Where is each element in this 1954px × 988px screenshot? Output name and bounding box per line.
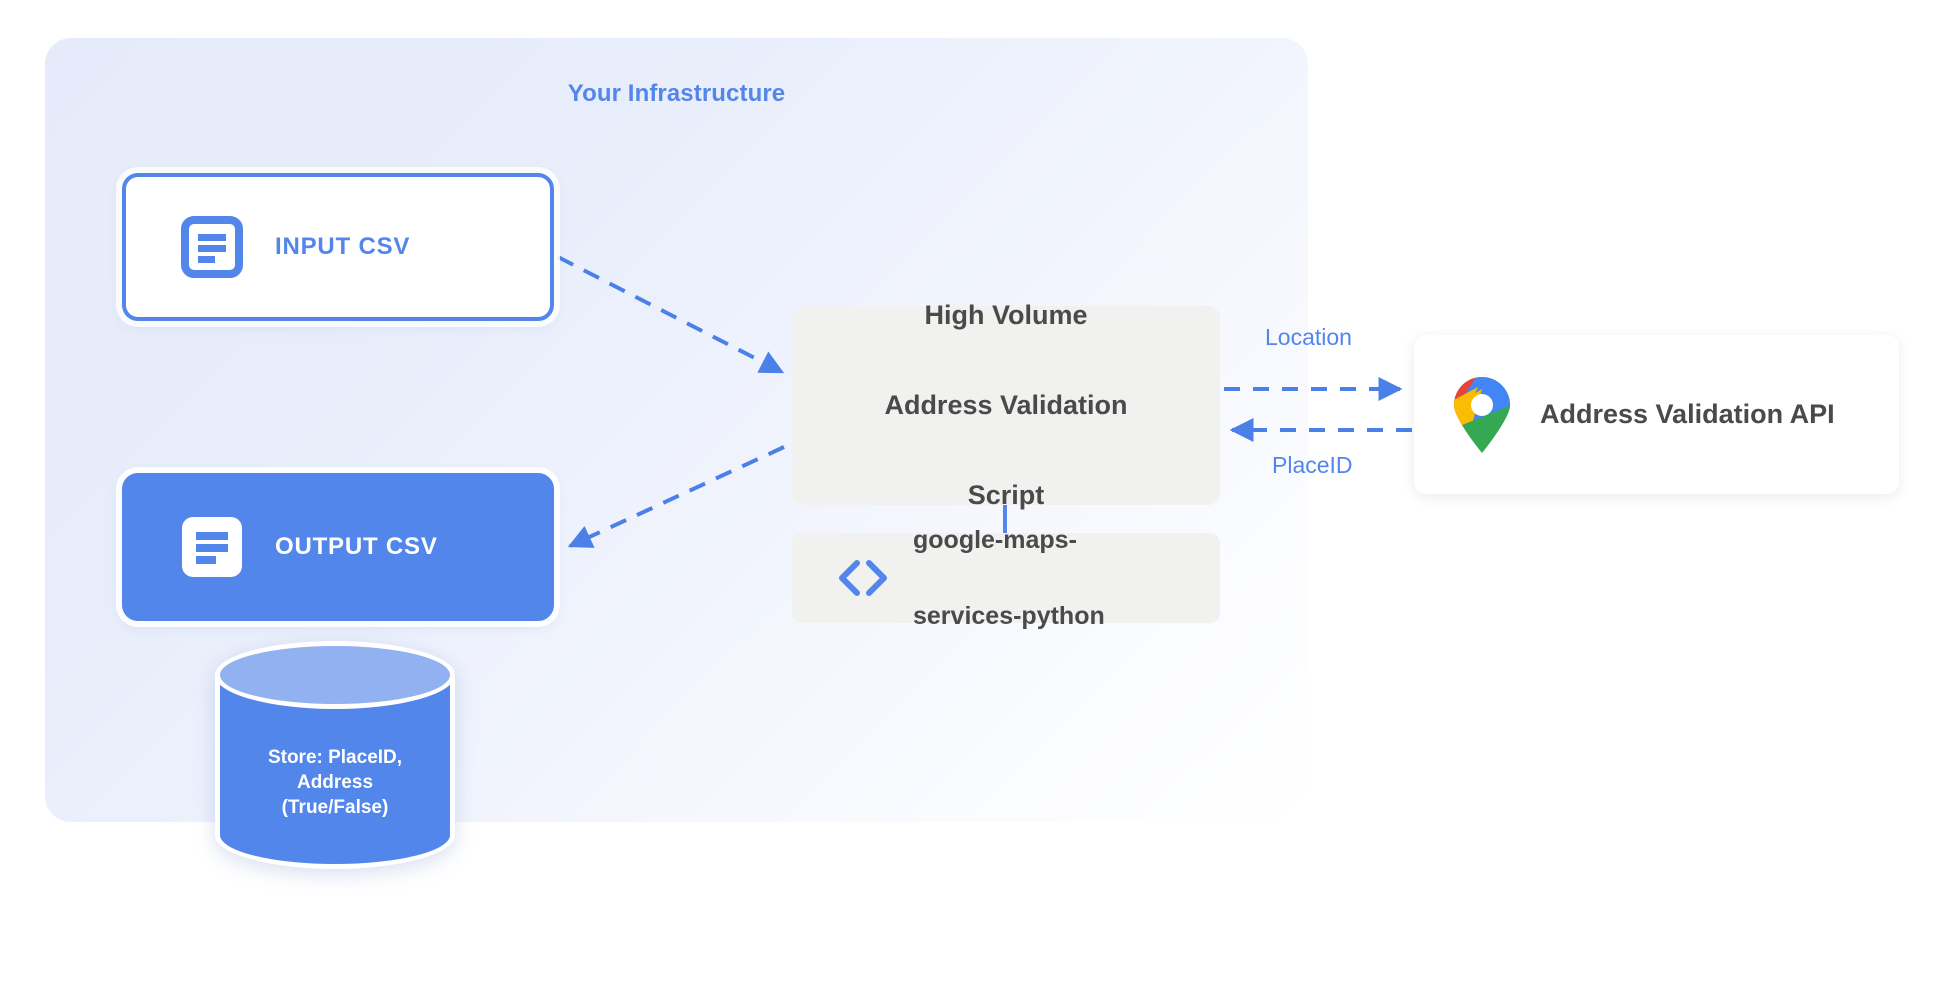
node-library[interactable]: google-maps- services-python xyxy=(792,526,1220,630)
document-icon xyxy=(182,517,242,577)
api-label: Address Validation API xyxy=(1540,399,1835,429)
database-label: Store: PlaceID, Address (True/False) xyxy=(215,745,455,820)
cylinder-top xyxy=(215,641,455,709)
edge-label-location: Location xyxy=(1265,324,1352,350)
node-script[interactable]: High Volume Address Validation Script xyxy=(792,300,1220,510)
script-label-line: Address Validation xyxy=(884,390,1128,420)
google-maps-pin-icon xyxy=(1454,376,1510,453)
script-label: High Volume Address Validation Script xyxy=(884,248,1127,563)
output-csv-label: OUTPUT CSV xyxy=(275,533,438,560)
database-label-line: Store: PlaceID, xyxy=(267,747,403,768)
node-input-csv[interactable]: INPUT CSV xyxy=(122,173,554,321)
library-label-line: google-maps- xyxy=(913,526,1077,554)
library-label-line: services-python xyxy=(913,602,1105,630)
node-output-csv[interactable]: OUTPUT CSV xyxy=(122,473,554,621)
input-csv-label: INPUT CSV xyxy=(275,233,411,260)
infrastructure-title: Your Infrastructure xyxy=(567,80,786,107)
edge-script-to-library xyxy=(1003,505,1007,533)
node-database[interactable]: Store: PlaceID, Address (True/False) xyxy=(215,641,455,869)
code-brackets-icon xyxy=(839,560,887,596)
library-label: google-maps- services-python xyxy=(913,483,1105,673)
script-label-line: High Volume xyxy=(924,300,1088,330)
edge-label-placeid: PlaceID xyxy=(1272,452,1353,478)
database-label-line: Address xyxy=(296,772,374,793)
document-icon xyxy=(181,216,243,278)
database-label-line: (True/False) xyxy=(281,797,389,818)
node-address-validation-api[interactable]: Address Validation API xyxy=(1414,335,1899,494)
